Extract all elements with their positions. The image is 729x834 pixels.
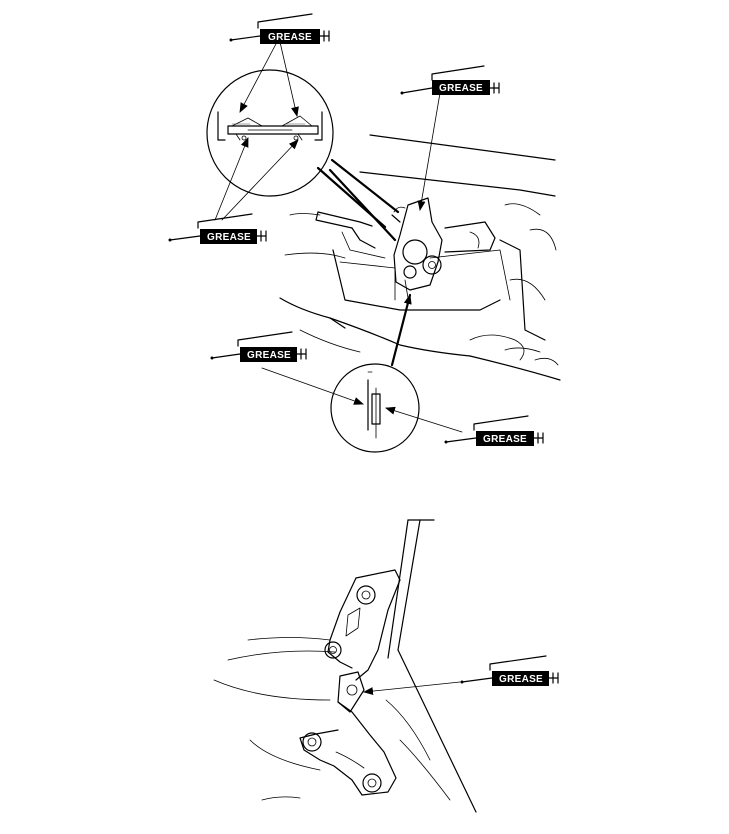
grease-callout-lower-left: GREASE [210,331,307,362]
grease-label: GREASE [499,674,543,685]
grease-label: GREASE [207,232,251,243]
hood-hinge-illustration [213,519,477,813]
grease-label: GREASE [268,32,312,43]
grease-gun-icon [444,415,544,446]
grease-label: GREASE [439,83,483,94]
grease-callout-hinge: GREASE [460,655,559,686]
detail-circle-upper [206,69,334,197]
grease-gun-icon [210,331,307,362]
grease-callout-top: GREASE [229,13,330,44]
grease-gun-icon [168,213,267,244]
grease-gun-icon [460,655,559,686]
grease-gun-icon [400,65,500,95]
grease-callout-lower-right: GREASE [444,415,544,446]
detail-circle-lower [330,363,420,453]
grease-label: GREASE [483,434,527,445]
grease-callout-upper-right: GREASE [400,65,500,95]
hood-latch-illustration [206,69,561,453]
grease-gun-icon [229,13,330,44]
grease-label: GREASE [247,350,291,361]
grease-callout-left-mid: GREASE [168,213,267,244]
